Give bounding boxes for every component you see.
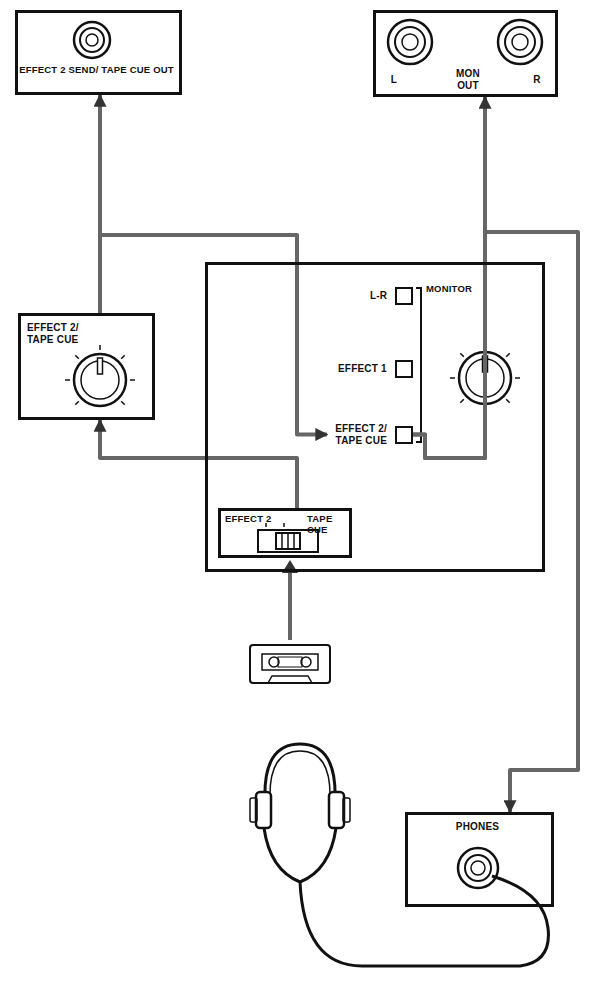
monitor-button: EFFECT 2/ TAPE CUE — [329, 423, 413, 446]
node-label: MONITOR — [426, 284, 472, 295]
knob-tick — [121, 355, 125, 359]
jack-symbol — [458, 848, 498, 888]
signal-arrow — [288, 572, 292, 640]
monitor-button: EFFECT 1 — [338, 360, 413, 378]
knob-tick — [75, 401, 79, 405]
slide-switch-box: EFFECT 2 TAPE CUE — [218, 508, 352, 558]
jack-symbol — [388, 20, 432, 64]
node-label: EFFECT 2/ TAPE CUE — [27, 322, 87, 345]
node-label: EFFECT 2 — [225, 514, 271, 525]
knob-tick — [460, 353, 464, 357]
knob-tick — [75, 355, 79, 359]
node-label: MON OUT — [452, 68, 484, 91]
knob-tick — [121, 401, 125, 405]
knob-box: EFFECT 2/ TAPE CUE — [18, 313, 155, 420]
push-button — [395, 287, 413, 305]
signal-wire — [100, 420, 297, 508]
node-label: L — [384, 74, 404, 86]
node-label: EFFECT 2/ TAPE CUE — [329, 423, 387, 446]
phones-box: PHONES — [405, 812, 554, 907]
signal-wire — [413, 232, 578, 812]
signal-wire — [413, 97, 485, 458]
node-label: EFFECT 1 — [338, 363, 387, 375]
knob-tick — [506, 353, 510, 357]
cassette-icon — [250, 645, 330, 683]
bracket — [416, 288, 421, 442]
knob-tick — [460, 399, 464, 403]
node-label: PHONES — [408, 821, 547, 833]
output-jack-box: L MON OUT R — [373, 10, 558, 97]
node-label: R — [527, 74, 547, 86]
knob-symbol — [74, 354, 126, 406]
push-button — [395, 426, 413, 444]
knob-tick — [99, 345, 101, 350]
knob-tick — [515, 377, 520, 379]
monitor-button: L-R — [370, 287, 413, 305]
push-button — [395, 360, 413, 378]
control-panel: MONITOR L-R EFFECT 1 EFFECT 2/ TAPE CUE EFFE… — [205, 262, 545, 572]
node-label: TAPE CUE — [307, 514, 349, 536]
node-label: L-R — [370, 290, 387, 302]
knob-tick — [506, 399, 510, 403]
output-jack-box: EFFECT 2 SEND/ TAPE CUE OUT — [15, 10, 182, 95]
knob-tick — [65, 379, 70, 381]
knob-tick — [450, 377, 455, 379]
jack-symbol — [498, 20, 542, 64]
jack-symbol — [74, 22, 110, 58]
node-label: EFFECT 2 SEND/ TAPE CUE OUT — [18, 65, 175, 76]
headphones-icon — [250, 744, 548, 966]
knob-tick — [130, 379, 135, 381]
